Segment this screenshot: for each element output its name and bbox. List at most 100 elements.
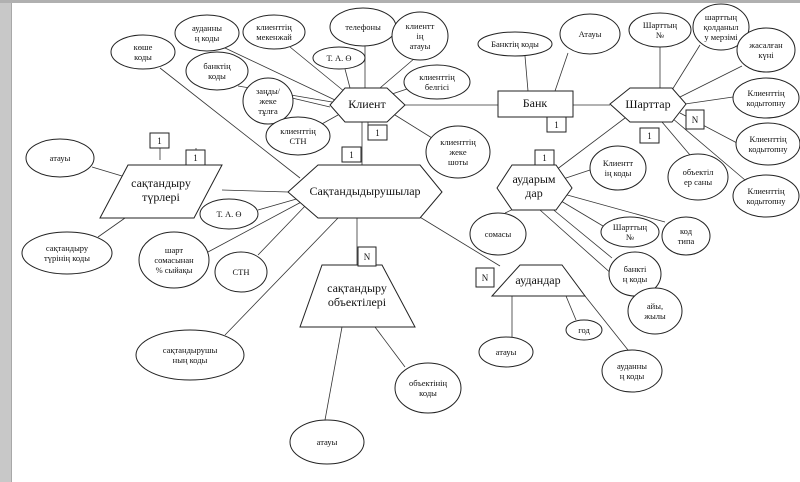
attribute-ellipse <box>312 46 366 70</box>
attribute-ellipse <box>265 116 331 156</box>
cardinality-box: 1 <box>534 149 555 166</box>
label-line: аудандар <box>515 273 560 287</box>
connector-line <box>565 295 577 321</box>
attribute-a12[interactable]: Банктің коды <box>477 31 553 57</box>
label-line: сомасы <box>485 229 512 239</box>
entity-shape <box>287 164 443 219</box>
label-line: сақтандыру <box>131 176 191 190</box>
label-line: кодытопну <box>747 98 787 108</box>
entity-bank[interactable]: Банк <box>497 90 574 118</box>
label-line: Т. А. Ө <box>326 53 351 63</box>
cardinality-label: 1 <box>375 128 380 138</box>
attribute-a30[interactable]: сомасы <box>469 212 527 256</box>
attribute-a24[interactable]: Т. А. Ө <box>199 198 259 230</box>
attribute-ellipse <box>289 419 365 465</box>
label-line: атауы <box>50 153 71 163</box>
entity-insurers[interactable]: Сақтандыдырушылар <box>287 164 443 219</box>
page-left-margin <box>0 0 12 482</box>
label-line: Клиенттің <box>749 134 787 144</box>
connector-line <box>289 46 346 93</box>
attribute-a6[interactable]: Т. А. Ө <box>312 46 366 70</box>
shape-label: сомасы <box>485 229 512 239</box>
label-line: клиенттің <box>440 137 476 147</box>
shape-label: год <box>578 325 590 335</box>
attribute-a35[interactable]: год <box>565 319 603 341</box>
attribute-ellipse <box>589 145 647 191</box>
attribute-ellipse <box>199 198 259 230</box>
label-line: ның коды <box>173 355 208 365</box>
label-line: Банк <box>523 96 548 110</box>
shape-label: телефоны <box>345 22 381 32</box>
cardinality-box: 1 <box>546 116 567 133</box>
cardinality-frame <box>149 132 170 149</box>
connector-line <box>559 192 666 223</box>
cardinality-label: 1 <box>542 153 547 163</box>
attribute-a29[interactable]: атауы <box>289 419 365 465</box>
label-line: айы, <box>647 301 663 311</box>
label-line: клиентт <box>406 21 435 31</box>
attribute-a36[interactable]: атауы <box>478 336 534 368</box>
entity-districts[interactable]: аудандар <box>490 264 586 297</box>
attribute-a13[interactable]: Атауы <box>559 13 621 55</box>
attribute-a4[interactable]: телефоны <box>329 7 397 47</box>
label-line: Клиенттің <box>747 88 785 98</box>
shape-label: Атауы <box>579 29 602 39</box>
cardinality-box: N <box>685 109 705 130</box>
entity-contracts[interactable]: Шарттар <box>609 87 687 123</box>
connector-line <box>555 197 604 227</box>
attribute-a22[interactable]: атауы <box>25 138 95 178</box>
cardinality-label: 1 <box>349 150 354 160</box>
attribute-ellipse <box>661 216 711 256</box>
label-line: № <box>626 232 634 242</box>
attribute-ellipse <box>21 231 113 275</box>
cardinality-frame <box>185 149 206 166</box>
attribute-a34[interactable]: айы,жылы <box>627 287 683 335</box>
entity-client[interactable]: Клиент <box>329 87 406 123</box>
label-line: кодытопну <box>747 196 787 206</box>
label-line: қолданыл <box>703 22 739 32</box>
attribute-a26[interactable]: СТН <box>214 251 268 293</box>
label-line: № <box>656 30 664 40</box>
connector-line <box>394 114 433 139</box>
label-line: ң коды <box>623 274 648 284</box>
connector-line <box>374 326 406 368</box>
